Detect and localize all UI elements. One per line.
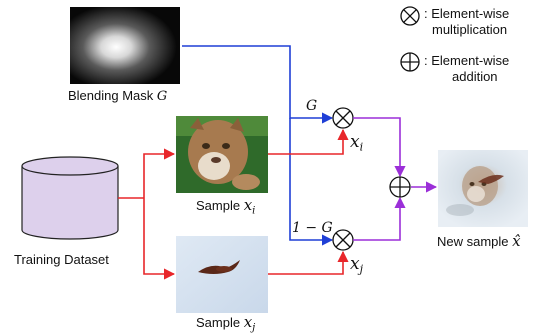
product-xj-var: x <box>350 254 360 274</box>
sample-j-to-multiply-line <box>268 250 349 275</box>
legend-otimes-icon <box>400 6 420 26</box>
blending-mask-image <box>70 7 180 84</box>
legend-addition: : Element-wise addition <box>424 53 509 85</box>
legend-oplus-icon <box>400 52 420 72</box>
mask-to-multiply-top-line <box>182 45 334 124</box>
sample-j-image <box>176 236 268 313</box>
blending-mask-var: G <box>156 89 168 104</box>
sample-i-to-multiply-line <box>268 128 349 155</box>
mask-to-multiply-bottom-line <box>289 118 334 246</box>
product-xj-label: xj <box>350 254 363 276</box>
new-sample-text: New sample <box>437 234 509 249</box>
new-sample-image <box>438 150 528 227</box>
sample-i-text: Sample <box>196 198 241 213</box>
multiply-bottom-to-add-line <box>353 196 406 241</box>
training-dataset-text: Training Dataset <box>14 252 109 267</box>
legend-add-line1: : Element-wise <box>424 53 510 68</box>
legend-mult-line1: : Element-wise <box>424 6 510 21</box>
blending-mask-label: Blending Mask G <box>68 88 167 104</box>
multiply-bottom-otimes-icon <box>332 229 354 251</box>
legend-multiplication: : Element-wise multiplication <box>424 6 509 38</box>
sample-i-label: Sample xi <box>196 196 255 217</box>
training-dataset-label: Training Dataset <box>14 252 109 267</box>
multiply-top-otimes-icon <box>332 107 354 129</box>
new-sample-label: New sample x̂ <box>437 232 521 250</box>
product-xj-sub: j <box>359 262 364 276</box>
legend-add-line2: addition <box>452 69 498 84</box>
sample-j-text: Sample <box>196 315 241 330</box>
sample-i-sub: i <box>252 205 256 217</box>
add-oplus-icon <box>389 176 411 198</box>
legend-mult-line2: multiplication <box>432 22 508 37</box>
dataset-to-sample-i-line <box>143 148 176 198</box>
sample-j-label: Sample xj <box>196 313 255 334</box>
dataset-to-sample-j-line <box>143 198 176 280</box>
blending-mask-text: Blending Mask <box>68 88 154 103</box>
database-cylinder-icon <box>21 156 119 240</box>
sample-j-var: x <box>243 313 253 331</box>
product-xi-sub: i <box>359 140 364 154</box>
weight-g-label: G <box>306 98 318 114</box>
weight-one-minus-g-label: 1 − G <box>292 220 333 236</box>
product-xi-var: x <box>350 132 360 152</box>
sample-i-image <box>176 116 268 193</box>
multiply-top-to-add-line <box>353 117 406 178</box>
sample-i-var: x <box>243 196 253 214</box>
sample-j-sub: j <box>252 322 256 334</box>
product-xi-label: xi <box>350 132 363 154</box>
new-sample-var: x̂ <box>512 232 521 250</box>
